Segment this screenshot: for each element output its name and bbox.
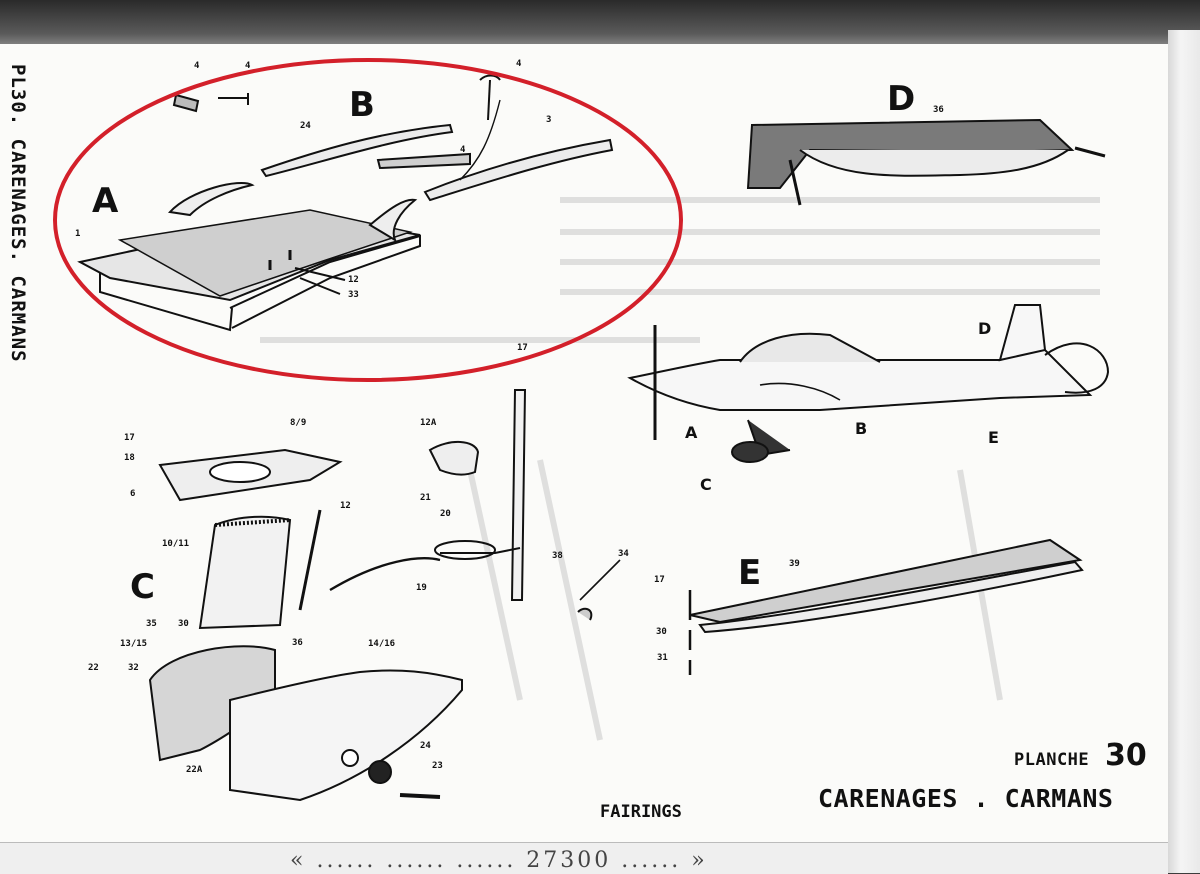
part-number: 34 [618, 549, 629, 559]
part-number: 39 [789, 559, 800, 569]
plate-number: 30 [1105, 738, 1147, 773]
part-number: 17 [517, 343, 528, 353]
part-numbers: 1 24 3 4 4 4 4 12 33 36 17 12A 8/9 17 18… [75, 59, 944, 775]
section-letter-d: D [887, 79, 915, 119]
part-number: 17 [124, 433, 135, 443]
part-number: 10/11 [162, 539, 189, 549]
part-number: 36 [292, 638, 303, 648]
part-number: 30 [178, 619, 189, 629]
part-number: 35 [146, 619, 157, 629]
side-title: PL30. CARENAGES. CARMANS [2, 64, 34, 434]
part-number: 14/16 [368, 639, 395, 649]
part-number: 21 [420, 493, 431, 503]
section-c-wheel-fairing [148, 389, 621, 802]
caption-french: CARENAGES . CARMANS [818, 784, 1114, 813]
plate-label: PLANCHE [1014, 750, 1090, 770]
page-edge [1168, 30, 1200, 873]
part-number: 6 [130, 489, 135, 499]
section-e-strip [688, 538, 1084, 675]
section-letter-e: E [738, 553, 761, 593]
part-number: 31 [657, 653, 668, 663]
part-number: 4 [460, 145, 466, 155]
section-d-fin-fairing [746, 118, 1106, 206]
part-number: 24 [420, 741, 431, 751]
bottom-strip [0, 842, 1168, 874]
part-number: 4 [245, 61, 251, 71]
section-letter-b: B [349, 85, 375, 125]
part-number: 30 [656, 627, 667, 637]
part-number: 4 [194, 61, 200, 71]
part-number: 23 [432, 761, 443, 771]
part-number: 38 [552, 551, 563, 561]
section-b-parts [172, 74, 614, 202]
highlight-ellipse [53, 58, 683, 382]
scan-top-shadow [0, 0, 1200, 48]
aircraft-letter-e: E [988, 428, 999, 447]
part-number: 19 [416, 583, 427, 593]
part-number: 4 [516, 59, 522, 69]
part-number: 13/15 [120, 639, 147, 649]
part-number: 18 [124, 453, 135, 463]
part-number: 32 [128, 663, 139, 673]
caption-english: FAIRINGS [600, 802, 682, 822]
part-number: 33 [348, 290, 359, 300]
part-number: 20 [440, 509, 451, 519]
part-number: 24 [300, 121, 311, 131]
bottom-handwritten-note: « ...... ...... ...... 27300 ...... » [290, 848, 708, 873]
part-number: 22A [186, 765, 203, 775]
part-number: 22 [88, 663, 99, 673]
aircraft-letter-b: B [855, 419, 867, 438]
ghost-table [260, 197, 1100, 741]
part-number: 3 [546, 115, 551, 125]
part-number: 8/9 [290, 418, 306, 428]
section-letter-a: A [92, 181, 119, 221]
aircraft-side-view [627, 304, 1110, 463]
part-number: 17 [654, 575, 665, 585]
part-number: 12 [348, 275, 359, 285]
part-number: 12A [420, 418, 437, 428]
aircraft-letter-d: D [978, 319, 991, 338]
part-number: 12 [340, 501, 351, 511]
part-number: 36 [933, 105, 944, 115]
part-number: 1 [75, 229, 80, 239]
section-letter-c: C [130, 567, 155, 607]
aircraft-letter-a: A [685, 423, 698, 442]
side-title-text: PL30. CARENAGES. CARMANS [7, 64, 29, 363]
section-a-fairing [77, 182, 421, 332]
aircraft-letter-c: C [700, 475, 712, 494]
